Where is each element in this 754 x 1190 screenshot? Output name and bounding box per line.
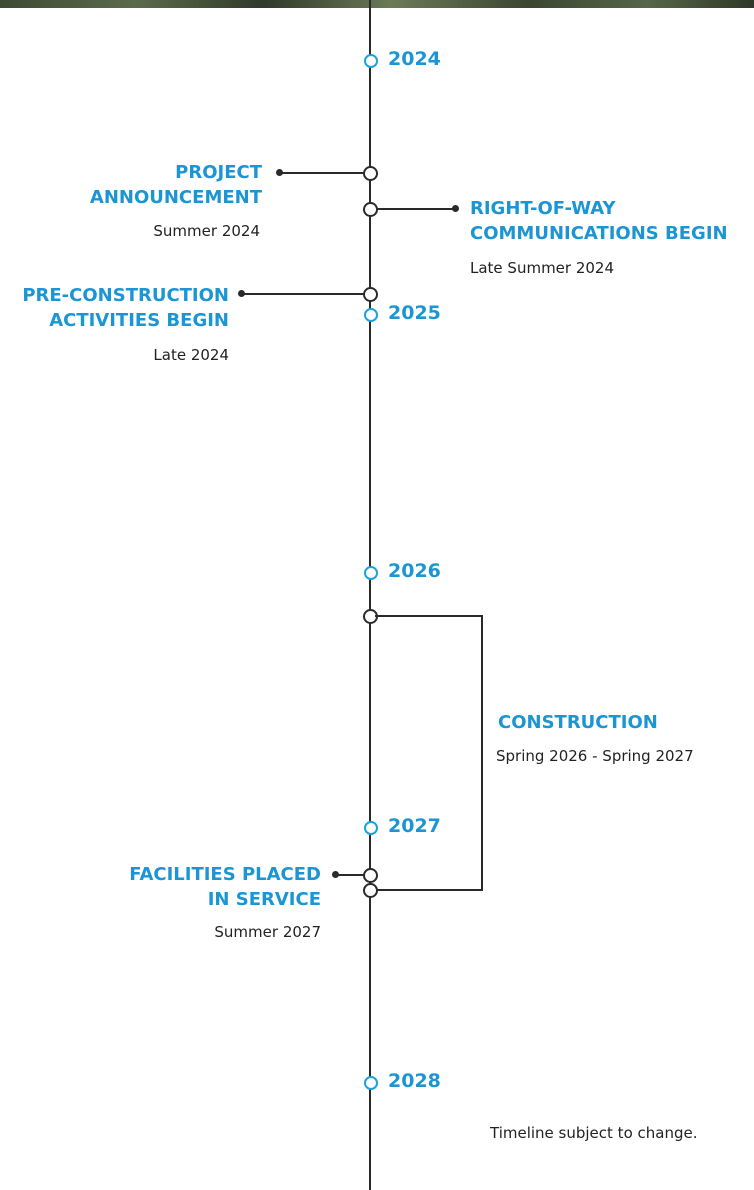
year-label-2028: 2028 [388,1070,441,1092]
timeline-spine [369,0,371,1190]
year-label-2024: 2024 [388,48,441,70]
connector-dot [332,871,339,878]
year-marker-2024 [364,54,378,68]
construction-bracket-side [481,615,483,890]
header-photo-strip [0,0,754,8]
connector-dot [452,205,459,212]
event-date-construction: Spring 2026 - Spring 2027 [496,747,694,765]
event-node-right-of-way [363,202,378,217]
year-label-2026: 2026 [388,560,441,582]
connector-dot [276,169,283,176]
construction-bracket-bottom [375,889,483,891]
event-title-construction: CONSTRUCTION [498,712,658,733]
event-title-facilities: FACILITIES PLACED IN SERVICE [129,864,321,910]
event-title-project-announcement: PROJECT ANNOUNCEMENT [89,162,262,208]
event-title-pre-construction: PRE-CONSTRUCTION ACTIVITIES BEGIN [22,285,229,331]
connector-right-of-way [371,208,455,210]
connector-facilities [337,874,369,876]
event-node-facilities [363,868,378,883]
year-marker-2028 [364,1076,378,1090]
event-date-facilities: Summer 2027 [214,923,321,941]
connector-dot [238,290,245,297]
event-node-project-announcement [363,166,378,181]
event-date-right-of-way: Late Summer 2024 [470,259,615,277]
year-marker-2025 [364,308,378,322]
year-label-2025: 2025 [388,302,441,324]
year-marker-2027 [364,821,378,835]
event-date-project-announcement: Summer 2024 [153,222,260,240]
construction-bracket-top [375,615,482,617]
year-label-2027: 2027 [388,815,441,837]
event-title-right-of-way: RIGHT-OF-WAY COMMUNICATIONS BEGIN [470,198,728,244]
connector-pre-construction [243,293,369,295]
year-marker-2026 [364,566,378,580]
event-date-pre-construction: Late 2024 [153,346,229,364]
event-node-construction-end [363,883,378,898]
footnote: Timeline subject to change. [490,1124,698,1142]
event-node-pre-construction [363,287,378,302]
connector-project-announcement [281,172,369,174]
